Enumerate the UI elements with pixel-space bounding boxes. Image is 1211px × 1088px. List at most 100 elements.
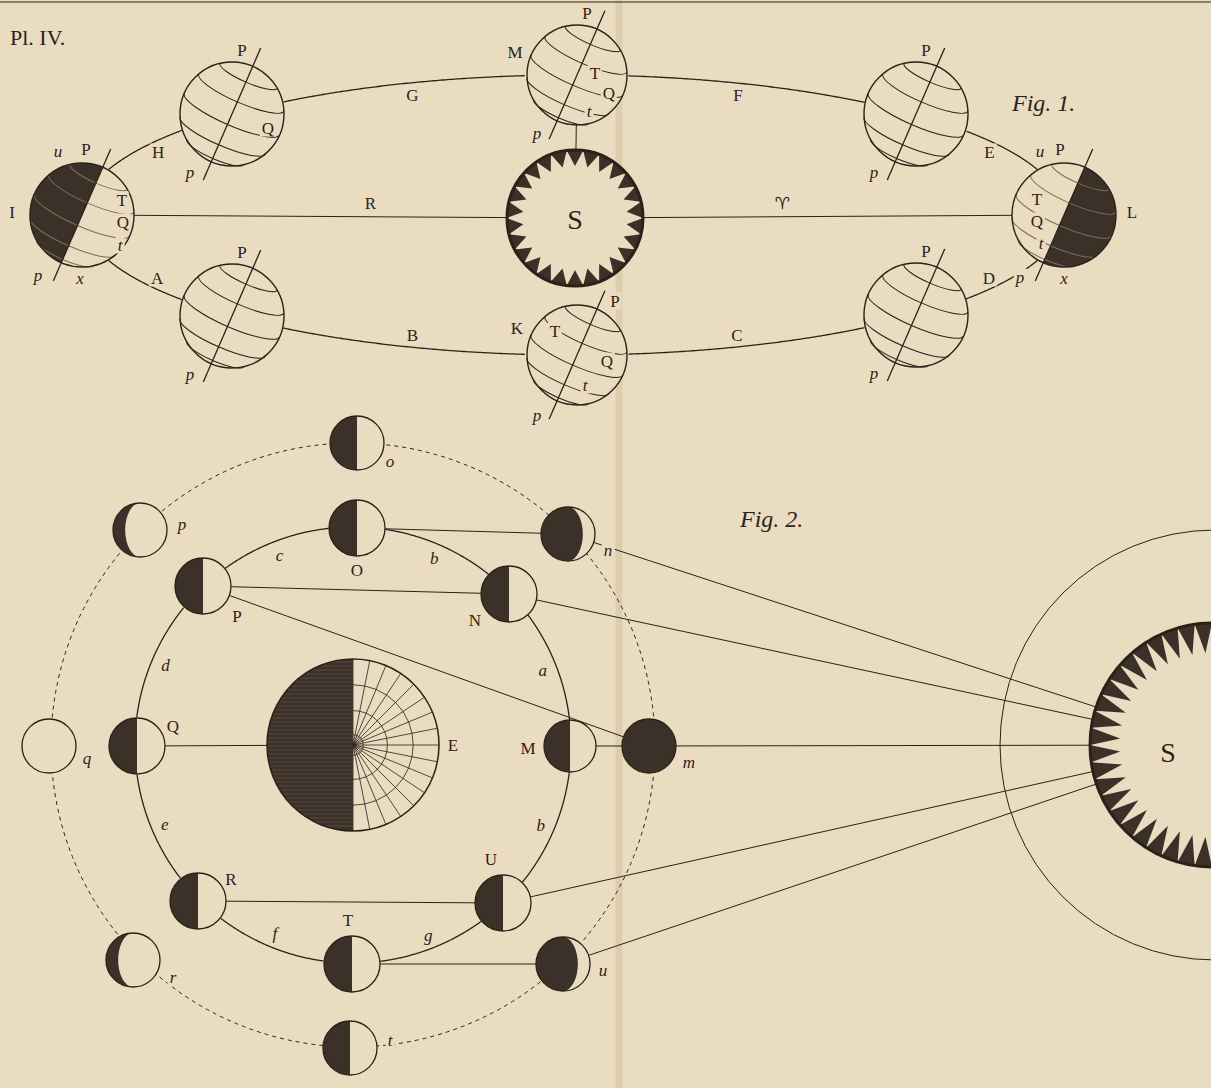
globe-outline	[30, 163, 134, 267]
orbit-letter: c	[274, 546, 286, 563]
orbit-arc	[109, 261, 182, 300]
reference-letter: T	[341, 912, 355, 929]
orbit-arc	[522, 772, 569, 882]
moon-shadow	[106, 933, 133, 987]
reference-letter: t	[581, 377, 590, 394]
globe-outline	[180, 264, 284, 368]
node-shape	[175, 558, 231, 614]
moon-face	[544, 720, 596, 772]
node-shape	[475, 875, 531, 931]
hatching	[316, 822, 353, 823]
moon-shadow	[324, 936, 352, 992]
hatching	[285, 694, 353, 695]
orbit-letter: f	[270, 925, 279, 942]
reference-letter: S	[1158, 739, 1178, 767]
moon-phase: n	[541, 507, 595, 561]
earth-globe: Pp	[180, 264, 284, 368]
moon-phase: o	[330, 416, 384, 470]
reference-letter: q	[81, 750, 94, 767]
moon-face	[22, 719, 76, 773]
reference-letter: M	[518, 740, 537, 757]
axis-line	[53, 149, 110, 281]
sight-line	[134, 215, 507, 217]
hatching	[275, 778, 353, 779]
moon-face	[323, 1021, 377, 1075]
hatching	[286, 798, 353, 799]
hatching	[295, 682, 353, 683]
moon-phase: p	[113, 503, 167, 557]
sun-face	[1090, 623, 1211, 867]
moon-shadow	[475, 875, 503, 931]
reference-letter: p	[32, 267, 45, 284]
reference-letter: P	[580, 5, 593, 22]
moon-shadow	[329, 500, 357, 556]
globe-outline	[527, 25, 627, 125]
earth-globe: Pp	[864, 263, 968, 367]
moon-face	[481, 566, 537, 622]
moon-shadow	[170, 873, 198, 929]
orbit-letter: E	[982, 144, 996, 161]
moon-face	[536, 937, 590, 991]
sight-line	[231, 587, 481, 594]
moon-outline	[544, 720, 596, 772]
orbit-letter: G	[404, 86, 420, 103]
earth-globe: MPTQtp	[527, 25, 627, 125]
sun-disc: S	[1090, 623, 1211, 867]
plate-number: Pl. IV.	[8, 27, 67, 49]
moon-outline	[324, 936, 380, 992]
reference-letter: Q	[260, 120, 276, 137]
node-shape	[22, 719, 76, 773]
reference-letter: m	[681, 754, 697, 771]
moon-outline	[541, 507, 595, 561]
node-shape	[329, 500, 385, 556]
reference-letter: x	[1058, 270, 1070, 287]
orbit-letter: C	[729, 326, 744, 343]
node-shape	[180, 62, 284, 166]
hatching	[278, 786, 353, 787]
node-shape	[481, 566, 537, 622]
reference-letter: O	[349, 562, 365, 579]
node-shape	[544, 720, 596, 772]
moon-face	[170, 873, 226, 929]
reference-letter: P	[1053, 141, 1066, 158]
hatching	[320, 666, 353, 667]
globe-outline	[864, 263, 968, 367]
parallel-line	[353, 735, 363, 756]
reference-letter: p	[1014, 269, 1027, 286]
hatching	[268, 750, 353, 751]
reference-letter: t	[585, 103, 594, 120]
position-letter: P	[235, 42, 248, 59]
reference-letter: p	[868, 164, 881, 181]
hatching	[270, 762, 353, 763]
moon-phase: t	[323, 1021, 377, 1075]
position-letter: K	[509, 320, 525, 337]
reference-letter: x	[74, 270, 86, 287]
reference-letter: Q	[1029, 213, 1045, 230]
moon-phase: u	[536, 937, 590, 991]
sun-face	[507, 150, 643, 286]
moon-face	[324, 936, 380, 992]
moon-outline	[536, 937, 590, 991]
moon-face	[113, 503, 167, 557]
reference-letter: u	[597, 962, 610, 979]
reference-letter: T	[548, 323, 562, 340]
hatching	[282, 698, 353, 699]
moon-face	[541, 507, 595, 561]
moon-shadow	[541, 507, 583, 561]
sight-line	[165, 745, 267, 746]
reference-letter: N	[467, 612, 483, 629]
reference-letter: n	[602, 542, 615, 559]
orbit-letter: b	[428, 549, 441, 566]
earth-globe: PQp	[180, 62, 284, 166]
moon-phase: O	[329, 500, 385, 556]
moon-outline	[329, 500, 385, 556]
hatching	[268, 742, 353, 743]
reference-letter: p	[531, 407, 544, 424]
moon-face	[106, 933, 160, 987]
figure-title: Fig. 2.	[738, 507, 805, 531]
orbit-letter: b	[534, 816, 547, 833]
orbit-letter: B	[405, 327, 420, 344]
earth-globe: LuPTQtpx	[1012, 163, 1116, 267]
hatching	[276, 782, 353, 783]
